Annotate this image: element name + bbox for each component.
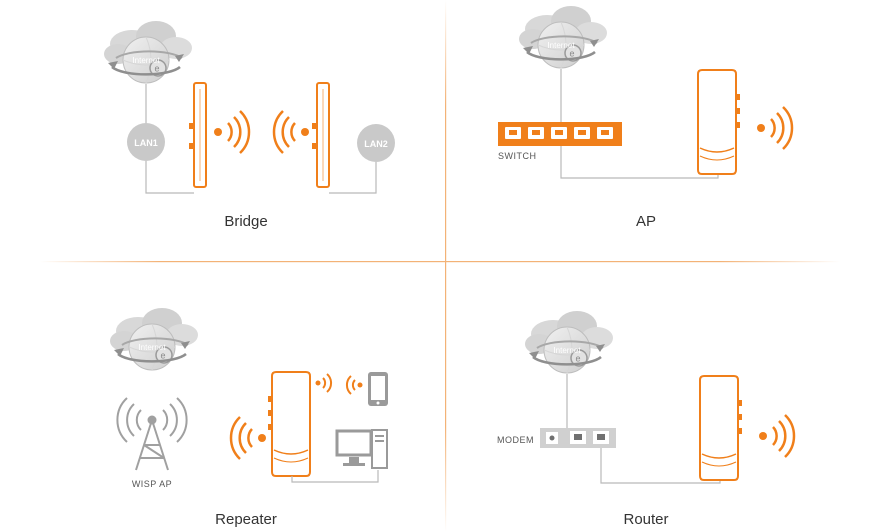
- bridge-panel: Internet LAN1 LAN2: [102, 19, 395, 194]
- mode-caption-router: Router: [623, 511, 669, 528]
- lan1-label: LAN1: [134, 138, 158, 148]
- horizontal-divider: [40, 261, 840, 263]
- cpe-device-icon: [699, 375, 743, 481]
- computer-icon: [335, 429, 388, 469]
- switch-label: SWITCH: [498, 151, 537, 161]
- lan2-node: [357, 124, 395, 162]
- router-panel: Internet MODEM: [497, 309, 796, 484]
- cpe-device-icon: [311, 82, 330, 188]
- modem-icon: [540, 428, 616, 448]
- wifi-signal-icon: [212, 109, 251, 155]
- wifi-signal-icon: [229, 415, 268, 461]
- cpe-device-icon: [697, 69, 741, 175]
- internet-label: Internet: [553, 346, 581, 355]
- phone-icon: [368, 372, 388, 406]
- wisp-ap-label: WISP AP: [132, 479, 172, 489]
- vertical-divider: [445, 0, 447, 532]
- mode-caption-repeater: Repeater: [215, 511, 277, 528]
- internet-label: Internet: [547, 41, 575, 50]
- lan2-label: LAN2: [364, 139, 388, 149]
- internet-label: Internet: [138, 343, 166, 352]
- repeater-panel: Internet WISP AP: [108, 306, 388, 489]
- wifi-signal-icon: [345, 375, 363, 395]
- wifi-signal-icon: [272, 109, 311, 155]
- lan1-node: [127, 123, 165, 161]
- wifi-signal-icon: [755, 105, 794, 151]
- tower-icon: [116, 397, 188, 471]
- mode-caption-bridge: Bridge: [224, 213, 268, 230]
- wifi-signal-icon: [757, 413, 796, 459]
- globe-icon: [523, 309, 615, 375]
- mode-caption-ap: AP: [635, 213, 656, 230]
- globe-icon: [102, 19, 194, 85]
- modem-label: MODEM: [497, 435, 534, 445]
- cpe-device-icon: [188, 82, 207, 188]
- ap-panel: Internet SWITCH: [498, 4, 794, 179]
- internet-label: Internet: [132, 56, 160, 65]
- globe-icon: [108, 306, 200, 372]
- wifi-signal-icon: [315, 373, 333, 393]
- globe-icon: [517, 4, 609, 70]
